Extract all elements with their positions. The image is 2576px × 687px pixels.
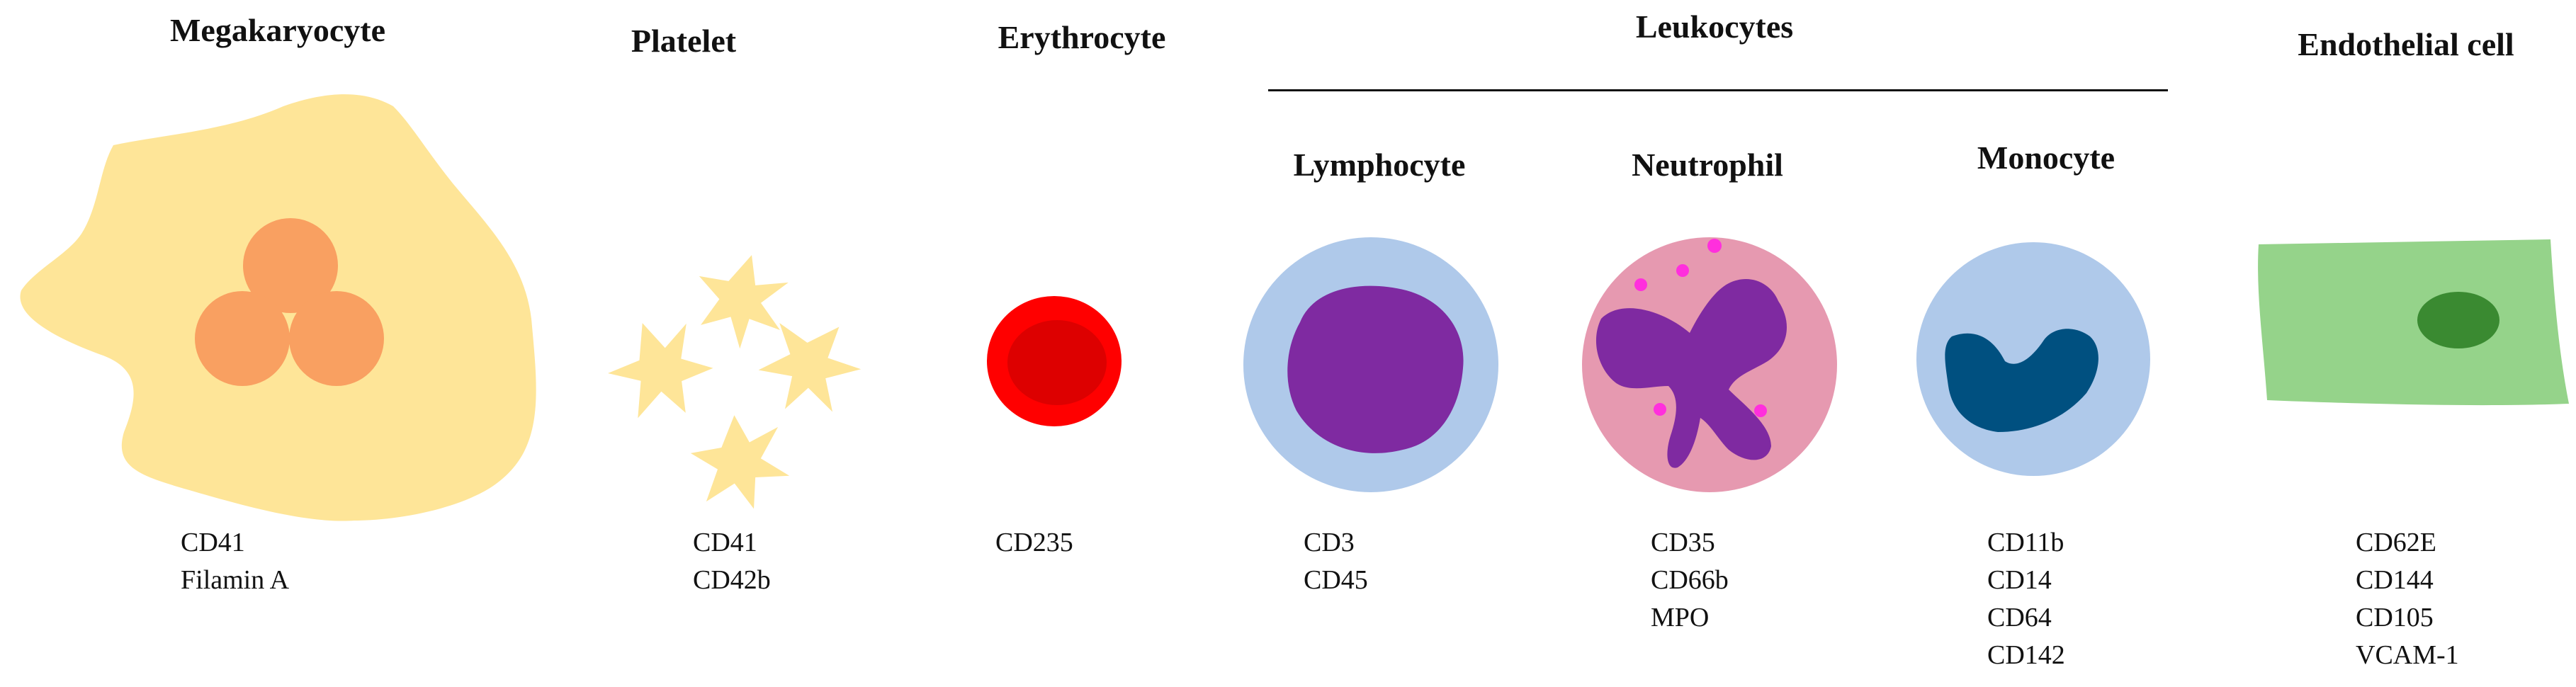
marker-label: CD3 xyxy=(1304,528,1355,557)
title-erythrocyte: Erythrocyte xyxy=(998,19,1166,55)
platelet-icon xyxy=(608,255,862,509)
marker-label: CD45 xyxy=(1304,565,1368,595)
neutrophil-granule xyxy=(1634,278,1647,291)
megakaryocyte-icon xyxy=(20,94,536,521)
title-megakaryocyte: Megakaryocyte xyxy=(170,12,385,48)
marker-label: CD41 xyxy=(693,528,757,557)
endothelial-nucleus xyxy=(2417,292,2499,348)
title-neutrophil: Neutrophil xyxy=(1632,147,1783,183)
monocyte-nucleus xyxy=(1945,329,2098,432)
marker-label: VCAM-1 xyxy=(2356,640,2459,670)
neutrophil-granule xyxy=(1676,264,1689,277)
erythrocyte-icon xyxy=(987,296,1122,426)
monocyte-icon xyxy=(1916,242,2150,476)
marker-label: CD11b xyxy=(1987,528,2064,557)
megakaryocyte-nucleus xyxy=(289,291,384,386)
title-leukocytes: Leukocytes xyxy=(1635,8,1794,45)
platelet xyxy=(758,323,862,412)
lymphocyte-icon xyxy=(1243,237,1498,492)
neutrophil-nucleus xyxy=(1595,279,1787,468)
platelet xyxy=(608,323,713,419)
markers-lymphocyte: CD3 CD45 xyxy=(1304,524,1368,599)
markers-endothelial: CD62E CD144 CD105 VCAM-1 xyxy=(2356,524,2459,674)
marker-label: MPO xyxy=(1651,603,1710,632)
neutrophil-granule xyxy=(1654,403,1666,416)
marker-label: CD66b xyxy=(1651,565,1729,595)
megakaryocyte-nucleus xyxy=(243,218,338,313)
endothelial-icon xyxy=(2258,239,2569,406)
endothelial-body xyxy=(2258,239,2569,406)
marker-label: Filamin A xyxy=(181,565,290,595)
marker-label: CD64 xyxy=(1987,603,2052,632)
platelet xyxy=(699,255,789,349)
marker-label: CD35 xyxy=(1651,528,1715,557)
megakaryocyte-nucleus xyxy=(195,291,290,386)
erythrocyte-inner xyxy=(1007,320,1107,405)
neutrophil-icon xyxy=(1582,237,1837,492)
neutrophil-granule xyxy=(1754,404,1767,417)
marker-label: CD41 xyxy=(181,528,245,557)
title-platelet: Platelet xyxy=(631,23,737,59)
title-monocyte: Monocyte xyxy=(1977,140,2115,176)
marker-label: CD105 xyxy=(2356,603,2434,632)
markers-platelet: CD41 CD42b xyxy=(693,524,771,599)
markers-erythrocyte: CD235 xyxy=(995,524,1073,562)
marker-label: CD142 xyxy=(1987,640,2065,670)
title-lymphocyte: Lymphocyte xyxy=(1293,147,1466,183)
marker-label: CD144 xyxy=(2356,565,2434,595)
neutrophil-granule xyxy=(1707,239,1722,253)
marker-label: CD62E xyxy=(2356,528,2436,557)
marker-label: CD235 xyxy=(995,528,1073,557)
markers-monocyte: CD11b CD14 CD64 CD142 xyxy=(1987,524,2065,674)
marker-label: CD42b xyxy=(693,565,771,595)
lymphocyte-nucleus xyxy=(1287,285,1464,453)
markers-neutrophil: CD35 CD66b MPO xyxy=(1651,524,1729,637)
marker-label: CD14 xyxy=(1987,565,2052,595)
leukocytes-divider xyxy=(1268,89,2168,91)
title-endothelial: Endothelial cell xyxy=(2298,26,2514,62)
markers-megakaryocyte: CD41 Filamin A xyxy=(181,524,289,599)
platelet xyxy=(690,415,790,509)
